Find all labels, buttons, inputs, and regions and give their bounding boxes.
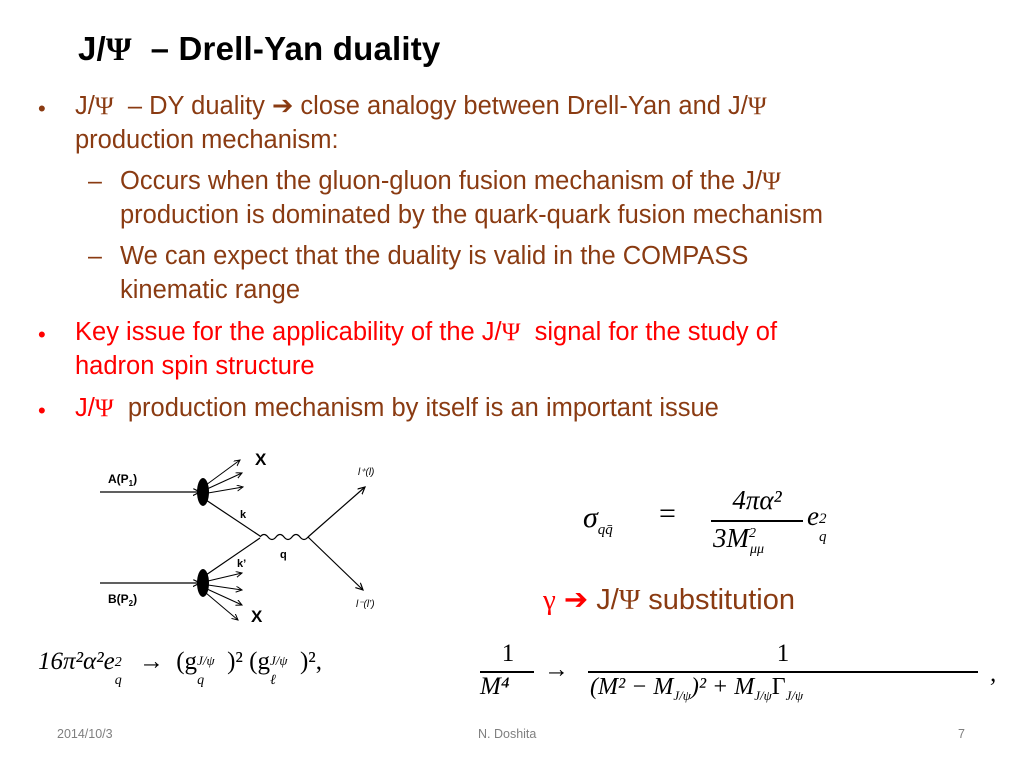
fraction-bar [711, 520, 803, 522]
bullet-3: J/Ψ production mechanism by itself is an… [75, 393, 719, 422]
label-k: k [240, 509, 247, 521]
hadron-blob-b [197, 569, 209, 597]
arrow-icon: ➔ [563, 584, 589, 616]
drell-yan-feynman-diagram: A(P1) B(P2) X X k k’ q l⁺(l) l⁻(l’) [100, 450, 375, 626]
bullet-marker: • [38, 398, 46, 423]
lepton-minus-line [307, 536, 363, 590]
label-k-prime: k’ [237, 558, 246, 570]
label-lepton-plus: l⁺(l) [358, 467, 374, 478]
dash-marker: – [88, 167, 102, 195]
lepton-plus-line [307, 487, 365, 538]
dash-marker: – [88, 242, 102, 270]
label-x-top: X [255, 450, 267, 469]
sub-bullet-1-line-1: Occurs when the gluon-gluon fusion mecha… [120, 166, 781, 195]
title-prefix: J/ [78, 30, 106, 67]
left-numerator: 1 [501, 640, 515, 667]
label-a: A(P1) [108, 472, 137, 488]
bullet-1-line-1: J/Ψ – DY duality ➔ close analogy between… [75, 91, 767, 120]
bullet-marker: • [38, 96, 46, 121]
parton-k-prime-line [205, 537, 261, 576]
trailing-comma: , [990, 660, 997, 687]
title-rest: – Drell-Yan duality [131, 30, 441, 67]
sub-bullet-2-line-1: We can expect that the duality is valid … [120, 242, 749, 270]
bullet-2-line-2: hadron spin structure [75, 352, 315, 380]
bullet-1-line-2: production mechanism: [75, 126, 339, 154]
arrow-icon: ➔ [271, 92, 294, 120]
substitution-note: γ ➔ J/Ψ substitution [543, 584, 795, 616]
sigma-lhs: σqq̄ [583, 501, 613, 538]
left-fraction-bar [480, 671, 534, 673]
bullet-2-line-1: Key issue for the applicability of the J… [75, 317, 778, 346]
fraction-numerator: 4πα² [732, 485, 782, 515]
label-lepton-minus: l⁻(l’) [356, 599, 375, 610]
footer-author: N. Doshita [478, 727, 537, 741]
label-q: q [280, 549, 287, 561]
footer-date: 2014/10/3 [57, 727, 113, 741]
left-denominator: M⁴ [480, 673, 510, 700]
hadron-blob-a [197, 478, 209, 506]
parton-k-line [205, 499, 261, 537]
fragments-top [205, 460, 243, 494]
propagator-replacement-formula: 1 M⁴ → 1 (M² − MJ/ψ)² + MJ/ψΓJ/ψ , [478, 640, 1008, 715]
photon-line [259, 533, 309, 541]
footer-page-number: 7 [958, 727, 965, 741]
equals-sign: = [659, 497, 676, 530]
label-x-bottom: X [251, 607, 263, 626]
right-denominator: (M² − MJ/ψ)² + MJ/ψΓJ/ψ [590, 674, 804, 703]
label-b: B(P2) [108, 592, 137, 608]
title-psi: Ψ [105, 32, 132, 68]
slide-title: J/Ψ – Drell-Yan duality [78, 30, 441, 69]
fragments-bottom [205, 573, 242, 620]
sub-bullet-1-line-2: production is dominated by the quark-qua… [120, 201, 824, 229]
right-fraction-bar [588, 671, 978, 673]
right-numerator: 1 [776, 640, 790, 667]
sub-bullet-2-line-2: kinematic range [120, 276, 301, 304]
fraction-denominator: 3M2μμ [713, 523, 765, 558]
bullet-marker: • [38, 322, 46, 347]
replacement-arrow: → [544, 656, 569, 683]
